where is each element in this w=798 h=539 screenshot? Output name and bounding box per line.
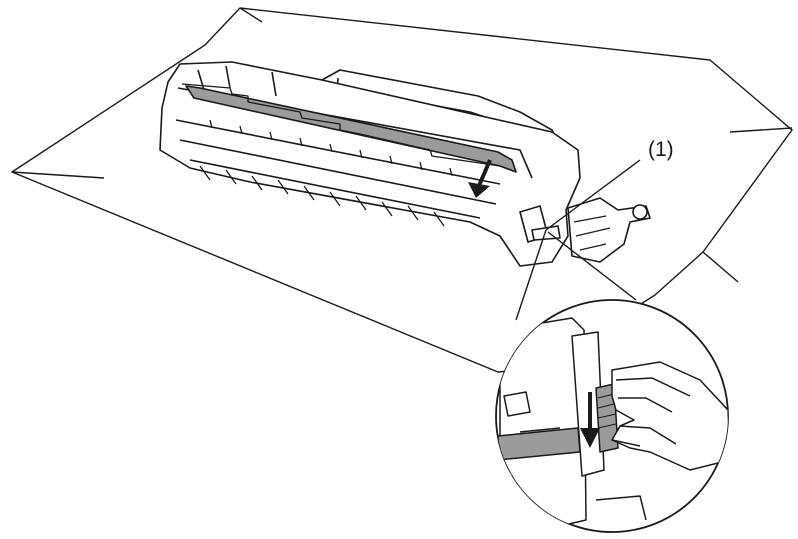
callout-leaders [515, 159, 641, 321]
down-arrow-icon [468, 159, 492, 198]
hand [611, 361, 728, 471]
down-arrow-icon [580, 392, 600, 448]
zoom-inset [495, 299, 729, 533]
drum-unit [159, 61, 651, 267]
drum-surface [185, 85, 517, 173]
callout-label: (1) [648, 138, 674, 161]
